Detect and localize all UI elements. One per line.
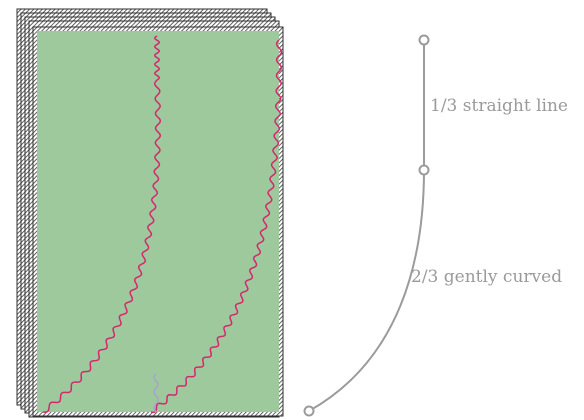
circle-node-icon [418, 34, 430, 46]
wavy-curved-fold-right [150, 39, 283, 414]
profile-guide [303, 34, 430, 417]
curved-line-icon [308, 169, 425, 412]
wavy-line-top-segment [154, 35, 160, 81]
annotation-straight: 1/3 straight line [430, 96, 568, 116]
wavy-line-bottom-faint [153, 373, 159, 413]
fold-lines [42, 35, 283, 414]
circle-node-icon [418, 164, 430, 176]
wavy-curved-fold-left [42, 79, 162, 413]
annotation-curved: 2/3 gently curved [411, 267, 562, 287]
circle-node-icon [303, 405, 315, 417]
